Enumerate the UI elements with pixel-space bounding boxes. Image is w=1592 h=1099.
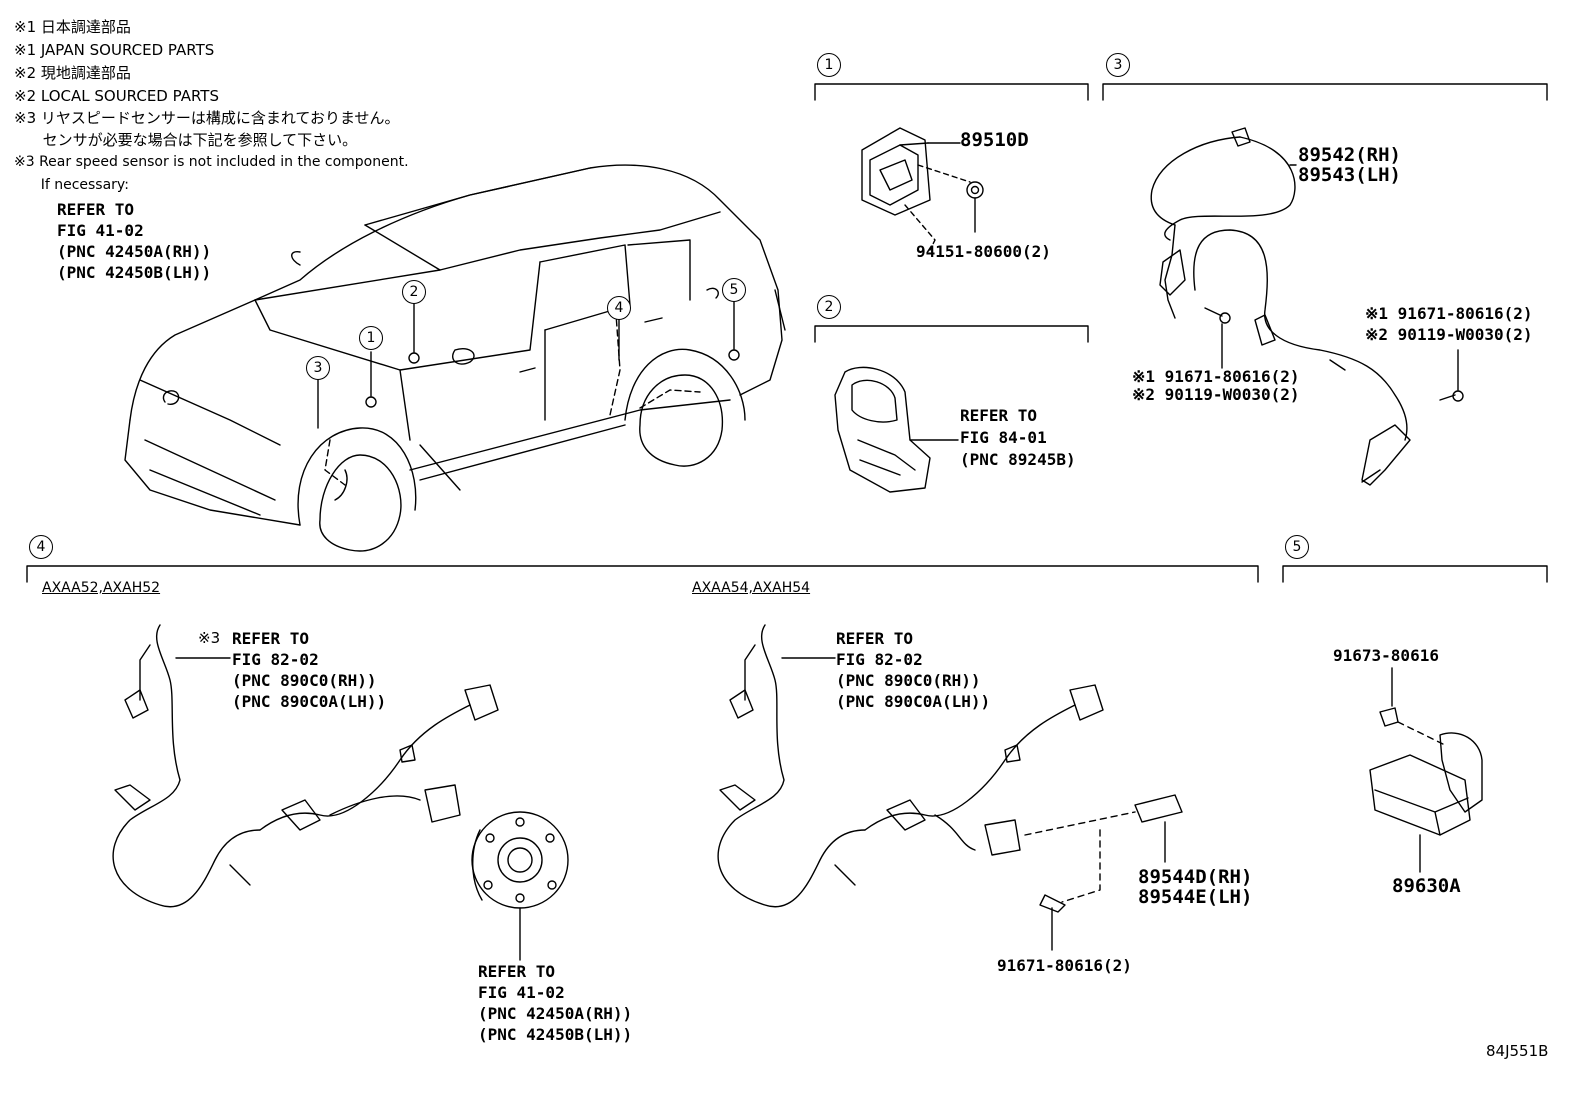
- section-marker-1: 1: [817, 53, 841, 77]
- bolt-94151-80600: 94151-80600(2): [916, 242, 1051, 261]
- vehicle-marker-2: 2: [402, 280, 426, 304]
- note-line-4: ※2 LOCAL SOURCED PARTS: [14, 87, 219, 105]
- note-line-1: ※1 日本調達部品: [14, 18, 131, 36]
- bolt-right-japan: ※1 91671-80616(2): [1365, 304, 1533, 323]
- hub-refer-line-4: (PNC 42450B(LH)): [478, 1025, 633, 1044]
- bolt-91671-80616: 91671-80616(2): [997, 956, 1132, 975]
- sec4a-refer-line-4: (PNC 890C0A(LH)): [232, 692, 387, 711]
- note-line-8: If necessary:: [14, 177, 129, 193]
- vehicle-marker-3: 3: [306, 356, 330, 380]
- sec4b-refer-line-4: (PNC 890C0A(LH)): [836, 692, 991, 711]
- sec4a-refer-line-2: FIG 82-02: [232, 650, 319, 669]
- section-brackets: [27, 84, 1547, 582]
- note-line-6: センサが必要な場合は下記を参照して下さい。: [14, 131, 358, 149]
- model-label-axaa52: AXAA52,AXAH52: [42, 580, 161, 596]
- sec4b-refer-line-1: REFER TO: [836, 629, 914, 648]
- vehicle-illustration: [125, 165, 785, 551]
- top-refer-line-1: REFER TO: [57, 200, 135, 219]
- hub-refer-line-1: REFER TO: [478, 962, 556, 981]
- bolt-left-local: ※2 90119-W0030(2): [1132, 385, 1300, 404]
- note-line-7: ※3 Rear speed sensor is not included in …: [14, 154, 409, 170]
- note-line-5: ※3 リヤスピードセンサーは構成に含まれておりません。: [14, 109, 400, 127]
- section-marker-4: 4: [29, 535, 53, 559]
- sec4b-refer-line-2: FIG 82-02: [836, 650, 923, 669]
- part-89544D-rh: 89544D(RH): [1138, 866, 1253, 888]
- top-refer-line-4: (PNC 42450B(LH)): [57, 263, 212, 282]
- model-label-axaa54: AXAA54,AXAH54: [692, 580, 811, 596]
- section-marker-3: 3: [1106, 53, 1130, 77]
- section1-sensor-art: [862, 128, 983, 250]
- note-line-2: ※1 JAPAN SOURCED PARTS: [14, 41, 215, 59]
- sec2-refer-line-3: (PNC 89245B): [960, 450, 1076, 469]
- bolt-left-japan: ※1 91671-80616(2): [1132, 367, 1300, 386]
- sec2-refer-line-1: REFER TO: [960, 406, 1038, 425]
- section-marker-2: 2: [817, 295, 841, 319]
- section4b-harness-art: [718, 625, 1182, 950]
- vehicle-marker-1: 1: [359, 326, 383, 350]
- part-89630A: 89630A: [1392, 875, 1461, 897]
- bolt-91673-80616: 91673-80616: [1333, 646, 1439, 665]
- part-89510D: 89510D: [960, 129, 1029, 151]
- part-89543-lh: 89543(LH): [1298, 164, 1401, 186]
- section4a-harness-art: [113, 625, 568, 960]
- note-mark-3: ※3: [198, 629, 221, 647]
- section2-sensor-art: [835, 367, 958, 492]
- vehicle-marker-5: 5: [722, 278, 746, 302]
- sec2-refer-line-2: FIG 84-01: [960, 428, 1047, 447]
- section3-harness-art: [1151, 128, 1463, 485]
- section5-module-art: [1370, 668, 1482, 872]
- section-marker-5: 5: [1285, 535, 1309, 559]
- hub-refer-line-3: (PNC 42450A(RH)): [478, 1004, 633, 1023]
- sec4a-refer-line-1: REFER TO: [232, 629, 310, 648]
- part-89544E-lh: 89544E(LH): [1138, 886, 1253, 908]
- top-refer-line-2: FIG 41-02: [57, 221, 144, 240]
- vehicle-marker-4: 4: [607, 296, 631, 320]
- bolt-right-local: ※2 90119-W0030(2): [1365, 325, 1533, 344]
- sec4b-refer-line-3: (PNC 890C0(RH)): [836, 671, 981, 690]
- figure-code: 84J551B: [1486, 1042, 1549, 1060]
- part-89542-rh: 89542(RH): [1298, 144, 1401, 166]
- sec4a-refer-line-3: (PNC 890C0(RH)): [232, 671, 377, 690]
- top-refer-line-3: (PNC 42450A(RH)): [57, 242, 212, 261]
- hub-refer-line-2: FIG 41-02: [478, 983, 565, 1002]
- note-line-3: ※2 現地調達部品: [14, 64, 131, 82]
